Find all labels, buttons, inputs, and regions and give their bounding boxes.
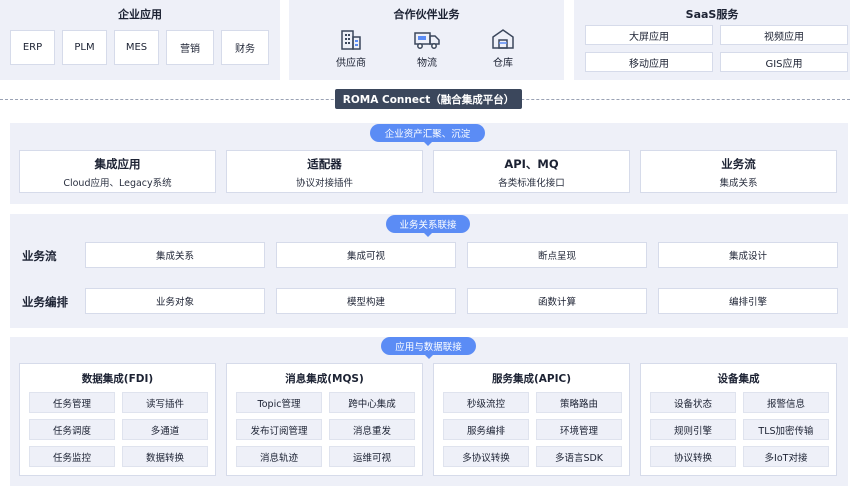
asset-card-subtitle: Cloud应用、Legacy系统	[63, 178, 172, 189]
business-orchestration-item: 业务对象	[85, 288, 265, 314]
saas-item-video: 视频应用	[720, 25, 848, 45]
group-cell: 发布订阅管理	[236, 419, 322, 440]
group-cell: 数据转换	[122, 446, 208, 467]
platform-label: ROMA Connect（融合集成平台）	[335, 89, 522, 109]
group-device-integration: 设备集成 设备状态 报警信息 规则引擎 TLS加密传输 协议转换 多IoT对接	[640, 363, 837, 476]
asset-card-api-mq: API、MQ 各类标准化接口	[433, 150, 630, 193]
group-cell: 多IoT对接	[743, 446, 829, 467]
business-badge: 业务关系联接	[386, 215, 470, 237]
group-cell: 环境管理	[536, 419, 622, 440]
group-cell: 多协议转换	[443, 446, 529, 467]
asset-card-title: 适配器	[307, 157, 342, 171]
asset-card-title: API、MQ	[504, 157, 559, 171]
asset-card-subtitle: 协议对接插件	[295, 178, 353, 189]
group-cell: 秒级流控	[443, 392, 529, 413]
saas-item-gis: GIS应用	[720, 52, 848, 72]
asset-card-title: 集成应用	[94, 157, 141, 171]
partner-item-label: 仓库	[493, 58, 513, 69]
business-orchestration-item: 编排引擎	[658, 288, 838, 314]
warehouse-icon	[492, 29, 514, 49]
asset-card-subtitle: 集成关系	[719, 178, 758, 189]
partner-item-label: 供应商	[336, 58, 366, 69]
business-flow-item: 断点呈现	[467, 242, 647, 268]
group-cell: 读写插件	[122, 392, 208, 413]
appdata-badge: 应用与数据联接	[381, 337, 476, 359]
enterprise-app-plm: PLM	[62, 30, 107, 65]
enterprise-app-mes: MES	[114, 30, 159, 65]
asset-card-adapter: 适配器 协议对接插件	[226, 150, 423, 193]
group-title: 数据集成(FDI)	[81, 373, 154, 385]
business-orchestration-item: 函数计算	[467, 288, 647, 314]
business-row-label-orchestration: 业务编排	[22, 295, 68, 309]
saas-services-title: SaaS服务	[685, 8, 739, 21]
group-cell: 设备状态	[650, 392, 736, 413]
saas-services-panel: SaaS服务 大屏应用 视频应用 移动应用 GIS应用	[574, 0, 850, 80]
group-cell: 协议转换	[650, 446, 736, 467]
building-icon	[341, 30, 361, 50]
enterprise-apps-panel: 企业应用 ERP PLM MES 营销 财务	[0, 0, 280, 80]
group-title: 服务集成(APIC)	[491, 373, 572, 385]
group-cell: 跨中心集成	[329, 392, 415, 413]
group-title: 消息集成(MQS)	[285, 373, 364, 385]
assets-panel: 集成应用 Cloud应用、Legacy系统 适配器 协议对接插件 API、MQ …	[10, 123, 848, 204]
asset-card-integration-apps: 集成应用 Cloud应用、Legacy系统	[19, 150, 216, 193]
enterprise-apps-title: 企业应用	[118, 8, 162, 21]
group-cell: TLS加密传输	[743, 419, 829, 440]
group-cell: 多语言SDK	[536, 446, 622, 467]
partner-item-label: 物流	[417, 58, 437, 69]
group-cell: 任务调度	[29, 419, 115, 440]
group-cell: 策略路由	[536, 392, 622, 413]
business-orchestration-item: 模型构建	[276, 288, 456, 314]
assets-badge: 企业资产汇聚、沉淀	[370, 124, 485, 146]
group-message-integration: 消息集成(MQS) Topic管理 跨中心集成 发布订阅管理 消息重发 消息轨迹…	[226, 363, 423, 476]
saas-item-big-screen: 大屏应用	[585, 25, 713, 45]
asset-card-subtitle: 各类标准化接口	[498, 178, 565, 189]
group-cell: 任务管理	[29, 392, 115, 413]
partner-business-panel: 合作伙伴业务 供应商 物流 仓库	[289, 0, 564, 80]
enterprise-app-finance: 财务	[221, 30, 269, 65]
group-data-integration: 数据集成(FDI) 任务管理 读写插件 任务调度 多通道 任务监控 数据转换	[19, 363, 216, 476]
business-row-label-flow: 业务流	[22, 249, 57, 263]
group-cell: 任务监控	[29, 446, 115, 467]
business-flow-item: 集成设计	[658, 242, 838, 268]
business-flow-item: 集成可视	[276, 242, 456, 268]
partner-item-supplier: 供应商	[323, 28, 379, 69]
business-flow-item: 集成关系	[85, 242, 265, 268]
enterprise-app-erp: ERP	[10, 30, 55, 65]
group-cell: 消息重发	[329, 419, 415, 440]
group-title: 设备集成	[717, 373, 760, 385]
group-cell: 消息轨迹	[236, 446, 322, 467]
partner-business-title: 合作伙伴业务	[393, 8, 460, 21]
truck-icon	[414, 32, 440, 49]
group-cell: Topic管理	[236, 392, 322, 413]
partner-item-warehouse: 仓库	[475, 28, 531, 69]
group-cell: 服务编排	[443, 419, 529, 440]
partner-item-logistics: 物流	[399, 28, 455, 69]
asset-card-title: 业务流	[721, 157, 756, 171]
group-cell: 规则引擎	[650, 419, 736, 440]
saas-item-mobile: 移动应用	[585, 52, 713, 72]
group-cell: 报警信息	[743, 392, 829, 413]
group-cell: 运维可视	[329, 446, 415, 467]
group-service-integration: 服务集成(APIC) 秒级流控 策略路由 服务编排 环境管理 多协议转换 多语言…	[433, 363, 630, 476]
enterprise-app-marketing: 营销	[166, 30, 214, 65]
group-cell: 多通道	[122, 419, 208, 440]
asset-card-business-flow: 业务流 集成关系	[640, 150, 837, 193]
